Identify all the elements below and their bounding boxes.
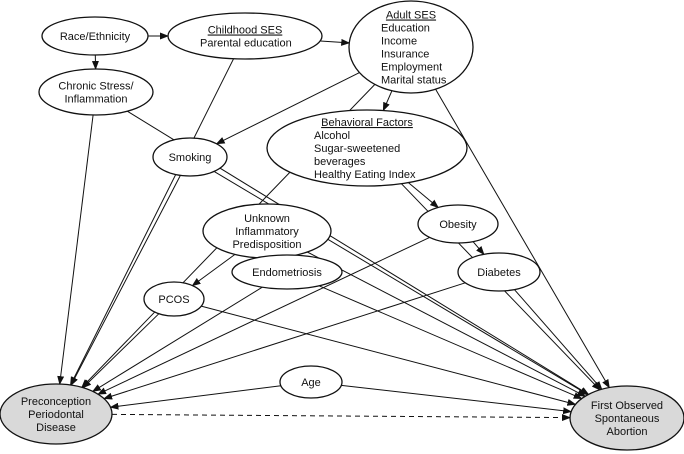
node-smoking: Smoking: [152, 137, 228, 177]
node-sab-ellipse: [569, 385, 684, 451]
arrow-unknown-to-pcos: [191, 253, 236, 287]
arrow-adult-ses-to-smoking: [215, 72, 360, 145]
arrow-diabetes-to-sab: [514, 289, 603, 391]
arrow-adult-ses-to-behavioral: [382, 90, 393, 112]
arrow-age-to-perio: [109, 385, 281, 410]
arrow-age-to-sab: [341, 384, 573, 415]
arrow-obesity-to-perio: [97, 236, 430, 395]
node-adult-ses-title: Adult SES: [386, 10, 436, 22]
node-behavioral-ellipse: [266, 109, 468, 187]
node-sab-line: Spontaneous: [595, 413, 660, 425]
node-adult-ses-line: Employment: [381, 62, 442, 74]
node-adult-ses-line: Education: [381, 23, 430, 35]
node-behavioral-line: beverages: [314, 156, 366, 168]
arrow-perio-to-sab: [111, 413, 571, 422]
arrow-endometriosis-to-perio: [91, 286, 263, 392]
arrow-childhood-ses-to-perio: [70, 58, 235, 386]
arrow-diabetes-to-perio: [103, 282, 466, 400]
node-age-line: Age: [301, 377, 321, 389]
node-unknown-line: Unknown: [244, 213, 290, 225]
node-behavioral: Behavioral FactorsAlcoholSugar-sweetened…: [266, 109, 468, 187]
node-perio-line: Preconception: [21, 396, 91, 408]
arrow-behavioral-to-obesity: [408, 182, 439, 209]
arrow-chronic-stress-to-perio: [57, 114, 94, 386]
node-pcos-ellipse: [143, 281, 205, 317]
node-endometriosis: Endometriosis: [231, 254, 343, 290]
arrow-obesity-to-diabetes: [472, 241, 485, 256]
node-age: Age: [279, 365, 343, 399]
node-age-ellipse: [279, 365, 343, 399]
node-perio-ellipse: [0, 383, 113, 445]
node-endometriosis-line: Endometriosis: [252, 267, 322, 279]
node-chronic-stress-ellipse: [38, 68, 154, 116]
node-behavioral-line: Alcohol: [314, 130, 350, 142]
arrow-smoking-to-perio: [70, 175, 181, 386]
node-perio-line: Periodontal: [28, 409, 84, 421]
node-obesity: Obesity: [417, 204, 499, 244]
node-adult-ses-line: Marital status: [381, 75, 447, 87]
node-chronic-stress: Chronic Stress/Inflammation: [38, 68, 154, 116]
node-unknown-line: Predisposition: [232, 239, 301, 251]
node-childhood-ses-title: Childhood SES: [208, 25, 283, 37]
node-perio-line: Disease: [36, 422, 76, 434]
node-adult-ses-line: Insurance: [381, 49, 429, 61]
node-race: Race/Ethnicity: [41, 16, 149, 56]
node-diabetes-line: Diabetes: [477, 267, 521, 279]
node-behavioral-line: Sugar-sweetened: [314, 143, 400, 155]
node-diabetes: Diabetes: [457, 252, 541, 292]
arrow-childhood-ses-to-adult-ses: [320, 38, 351, 46]
node-behavioral-title: Behavioral Factors: [321, 117, 413, 129]
arrow-endometriosis-to-sab: [318, 285, 583, 400]
node-race-line: Race/Ethnicity: [60, 31, 131, 43]
node-smoking-line: Smoking: [169, 152, 212, 164]
node-childhood-ses-line: Parental education: [200, 38, 292, 50]
arrow-unknown-to-sab: [307, 251, 587, 397]
arrow-pcos-to-perio: [82, 313, 160, 389]
node-race-ellipse: [41, 16, 149, 56]
node-childhood-ses-ellipse: [167, 12, 323, 60]
node-endometriosis-ellipse: [231, 254, 343, 290]
node-adult-ses-ellipse: [348, 0, 474, 94]
arrow-pcos-to-sab: [201, 305, 577, 406]
node-pcos-line: PCOS: [158, 294, 189, 306]
node-adult-ses: Adult SESEducationIncomeInsuranceEmploym…: [348, 0, 474, 94]
node-sab-line: First Observed: [591, 400, 663, 412]
node-obesity-ellipse: [417, 204, 499, 244]
node-sab-line: Abortion: [607, 426, 648, 438]
node-adult-ses-line: Income: [381, 36, 417, 48]
node-obesity-line: Obesity: [439, 219, 477, 231]
node-diabetes-ellipse: [457, 252, 541, 292]
node-behavioral-line: Healthy Eating Index: [314, 169, 416, 181]
node-chronic-stress-line: Inflammation: [65, 94, 128, 106]
node-pcos: PCOS: [143, 281, 205, 317]
node-chronic-stress-line: Chronic Stress/: [58, 81, 134, 93]
node-unknown-line: Inflammatory: [235, 226, 299, 238]
node-smoking-ellipse: [152, 137, 228, 177]
